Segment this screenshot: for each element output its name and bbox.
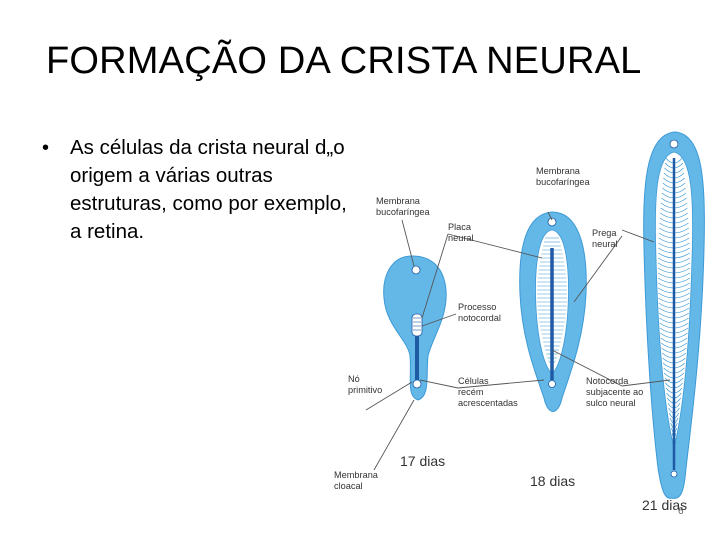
label-membrana-bucofaringea-1: Membrana [376,196,421,206]
embryo-18-days [519,211,587,412]
label-membrana-cloacal: Membrana [334,470,379,480]
label-celulas-recem-c: acrescentadas [458,398,518,408]
embryo-development-figure: Membrana bucofaríngea Placa neural Proce… [334,131,705,517]
neural-fold-stripe [673,237,690,244]
neural-fold-stripe [673,232,690,239]
embryo-17-days [383,255,447,401]
label-21-dias: 21 dias [642,497,687,513]
neural-fold-stripe [673,272,691,279]
bullet-text: As células da crista neural d„o origem a… [70,136,347,243]
neural-fold-stripe [673,297,690,304]
embryo-21-days [643,131,705,499]
neural-fold-stripe [658,292,675,299]
bullet-list: • As células da crista neural d„o origem… [40,134,360,246]
neural-fold-stripe [673,282,691,289]
neural-fold-stripe [657,262,675,269]
neural-fold-stripe [673,257,691,264]
label-celulas-recem-b: recém [458,387,484,397]
bullet-dot-icon: • [42,137,50,159]
label-membrana-bucofaringea-2b: bucofaríngea [536,177,591,187]
neural-fold-stripe [657,272,675,279]
label-17-dias: 17 dias [400,453,445,469]
slide-title: FORMAÇÃO DA CRISTA NEURAL [46,40,642,82]
label-placa-neural-b: neural [448,233,474,243]
label-prega-neural: Prega [592,228,617,238]
neural-fold-stripe [658,232,675,239]
label-membrana-cloacal-b: cloacal [334,481,363,491]
neural-fold-stripe [657,277,675,284]
neural-fold-stripe [657,287,675,294]
neural-fold-stripe [657,257,675,264]
neural-fold-stripe [658,297,675,304]
page-number: 6 [678,506,684,517]
label-membrana-bucofaringea-1b: bucofaríngea [376,207,431,217]
neural-fold-stripe [673,267,691,274]
neural-fold-stripe [673,287,691,294]
label-no-primitivo-b: primitivo [348,385,382,395]
label-prega-neural-b: neural [592,239,618,249]
neural-fold-stripe [673,277,691,284]
neural-fold-stripe [673,242,690,249]
neural-fold-stripe [673,292,690,299]
neural-fold-stripe [658,237,675,244]
neural-fold-stripe [658,307,675,314]
figure-labels: Membrana bucofaríngea Placa neural Proce… [334,166,687,517]
neural-fold-stripe [657,282,675,289]
label-no-primitivo: Nó [348,374,360,384]
label-celulas-recem: Células [458,376,489,386]
label-processo-notocordal-b: notocordal [458,313,501,323]
neural-fold-stripe [658,247,675,254]
label-processo-notocordal: Processo [458,302,496,312]
leader-lines [365,211,671,471]
label-18-dias: 18 dias [530,473,575,489]
bullet-item: • As células da crista neural d„o origem… [40,134,360,246]
label-notocorda-c: sulco neural [586,398,636,408]
label-notocorda-b: subjacente ao [586,387,643,397]
label-placa-neural: Placa [448,222,472,232]
neural-fold-stripe [658,252,675,259]
neural-fold-stripe [673,262,691,269]
label-notocorda: Notocorda [586,376,629,386]
label-membrana-bucofaringea-2: Membrana [536,166,581,176]
neural-fold-stripe [657,267,675,274]
neural-fold-stripe [673,302,690,309]
neural-fold-stripe [658,302,675,309]
neural-fold-stripe [673,247,690,254]
neural-fold-stripe [673,252,690,259]
neural-fold-stripe [658,242,675,249]
neural-fold-stripe [673,307,690,314]
